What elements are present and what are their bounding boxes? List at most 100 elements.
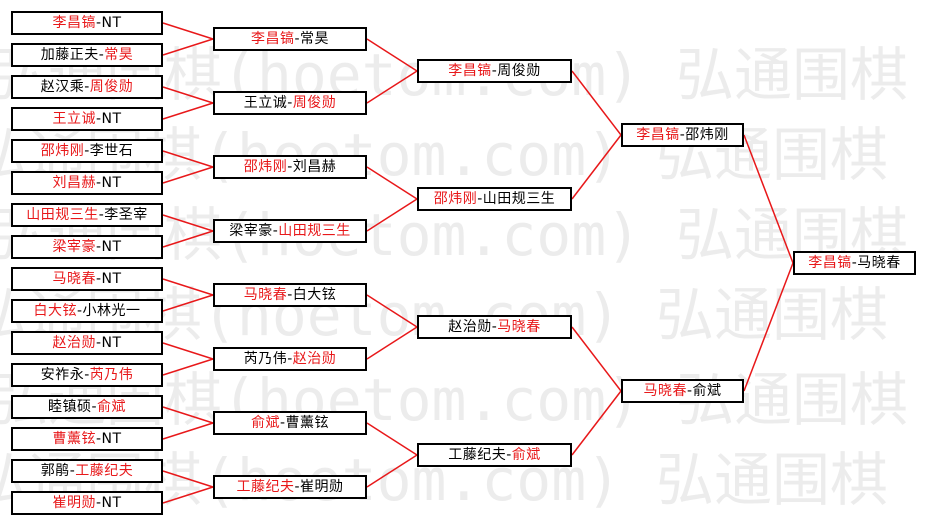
player-name: 邵炜刚 (243, 159, 288, 175)
separator: - (287, 287, 293, 303)
separator: - (95, 15, 102, 31)
player-name: NT (101, 431, 122, 447)
round1-match-box: 曹薰铉-NT (11, 427, 163, 451)
player-name: 周俊勋 (292, 95, 337, 111)
player-name: 赵汉乘 (40, 79, 85, 95)
player-name: NT (101, 239, 122, 255)
connector-line (366, 70, 418, 104)
round2-match-box: 马晓春-白大铉 (213, 283, 367, 307)
separator: - (84, 79, 90, 95)
connector-line (743, 262, 794, 392)
player-name: 李世石 (89, 143, 134, 159)
connector-line (162, 486, 214, 504)
round2-match-box: 邵炜刚-刘昌赫 (213, 155, 367, 179)
connector-line (162, 342, 214, 360)
player-name: 曹薰铉 (285, 415, 330, 431)
round4-match-box: 李昌镐-邵炜刚 (621, 123, 744, 147)
connector-line (366, 454, 418, 488)
round1-match-box: 王立诚-NT (11, 107, 163, 131)
round1-match-box: 刘昌赫-NT (11, 171, 163, 195)
player-name: 芮乃伟 (89, 367, 134, 383)
connector-line (162, 422, 214, 440)
connector-line (571, 326, 622, 392)
round2-match-box: 芮乃伟-赵治勋 (213, 347, 367, 371)
player-name: 李昌镐 (808, 255, 852, 271)
round1-match-box: 安祚永-芮乃伟 (11, 363, 163, 387)
round3-match-box: 工藤纪夫-俞斌 (417, 443, 572, 467)
player-name: 马晓春 (243, 287, 288, 303)
player-name: 王立诚 (52, 111, 96, 127)
separator: - (95, 495, 102, 511)
round1-match-box: 赵治勋-NT (11, 331, 163, 355)
round3-match-box: 李昌镐-周俊勋 (417, 59, 572, 83)
player-name: 山田规三生 (278, 223, 351, 239)
player-name: 白大铉 (33, 303, 77, 319)
round1-match-box: 李昌镐-NT (11, 11, 163, 35)
round1-match-box: 赵汉乘-周俊勋 (11, 75, 163, 99)
separator: - (679, 127, 686, 143)
connector-line (162, 358, 214, 376)
connector-line (743, 134, 794, 264)
player-name: 梁宰豪 (52, 239, 96, 255)
player-name: NT (101, 495, 122, 511)
round1-match-box: 白大铉-小林光一 (11, 299, 163, 323)
connector-line (366, 166, 418, 200)
round2-match-box: 俞斌-曹薰铉 (213, 411, 367, 435)
round1-match-box: 邵炜刚-李世石 (11, 139, 163, 163)
separator: - (477, 191, 483, 207)
separator: - (686, 383, 693, 399)
connector-line (162, 278, 214, 296)
player-name: 俞斌 (97, 399, 127, 415)
player-name: 常昊 (104, 47, 134, 63)
player-name: 李圣宰 (104, 207, 148, 223)
player-name: 山田规三生 (26, 207, 99, 223)
round2-match-box: 工藤纪夫-崔明勋 (213, 475, 367, 499)
player-name: 加藤正夫 (40, 47, 99, 63)
player-name: 李昌镐 (448, 63, 492, 79)
connector-line (162, 22, 214, 40)
separator: - (76, 303, 83, 319)
player-name: NT (101, 111, 122, 127)
connector-line (162, 150, 214, 168)
round3-match-box: 赵治勋-马晓春 (417, 315, 572, 339)
separator: - (491, 319, 498, 335)
round1-match-box: 山田规三生-李圣宰 (11, 203, 163, 227)
separator: - (95, 111, 102, 127)
player-name: 安祚永 (40, 367, 85, 383)
round1-match-box: 梁宰豪-NT (11, 235, 163, 259)
player-name: 李昌镐 (636, 127, 680, 143)
separator: - (98, 47, 105, 63)
connector-line (162, 86, 214, 104)
player-name: 曹薰铉 (52, 431, 96, 447)
connector-line (571, 70, 622, 136)
separator: - (506, 447, 512, 463)
separator: - (272, 223, 279, 239)
separator: - (91, 399, 98, 415)
player-name: 睦镇硕 (47, 399, 92, 415)
player-name: 邵炜刚 (685, 127, 729, 143)
connector-line (162, 38, 214, 56)
separator: - (95, 175, 102, 191)
player-name: 小林光一 (82, 303, 141, 319)
player-name: 马晓春 (52, 271, 96, 287)
player-name: 工藤纪夫 (75, 463, 134, 479)
round1-match-box: 崔明勋-NT (11, 491, 163, 515)
player-name: 梁宰豪 (229, 223, 273, 239)
player-name: 马晓春 (643, 383, 687, 399)
connector-line (571, 134, 622, 200)
separator: - (69, 463, 76, 479)
player-name: 赵治勋 (292, 351, 337, 367)
player-name: 工藤纪夫 (448, 447, 507, 463)
separator: - (84, 143, 90, 159)
round3-match-box: 邵炜刚-山田规三生 (417, 187, 572, 211)
round1-match-box: 睦镇硕-俞斌 (11, 395, 163, 419)
player-name: 郭鹃 (40, 463, 70, 479)
separator: - (287, 95, 293, 111)
separator: - (95, 271, 102, 287)
connector-line (366, 326, 418, 360)
player-name: NT (101, 271, 122, 287)
connector-line (162, 406, 214, 424)
player-name: NT (101, 15, 122, 31)
player-name: 邵炜刚 (40, 143, 85, 159)
player-name: 刘昌赫 (292, 159, 337, 175)
